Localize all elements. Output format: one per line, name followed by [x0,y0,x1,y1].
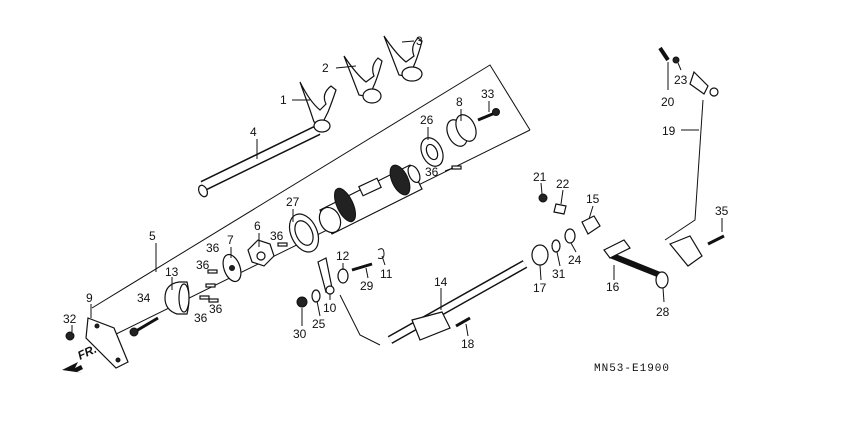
part-clip-22 [553,203,567,215]
part-stopper-arm-10 [317,257,335,295]
callout-8: 8 [456,95,463,109]
callout-21: 21 [533,170,547,184]
part-shift-drum [318,164,423,235]
part-shift-fork-1 [299,81,337,133]
part-bracket-9 [85,317,129,369]
callout-4: 4 [250,125,257,139]
part-spindle-16 [603,239,662,278]
part-bearing-26 [420,137,444,167]
callout-16: 16 [606,280,620,294]
part-gearshift-spindle-14 [339,260,528,346]
callout-3: 3 [416,34,423,48]
callout-34: 34 [137,291,151,305]
part-bolt-21 [538,193,548,203]
part-pins-36 [199,165,462,303]
callout-30: 30 [293,327,307,341]
part-arm-15 [581,215,601,235]
part-plate-7 [222,253,242,283]
callouts: 1 2 3 4 5 6 7 8 9 10 11 12 13 14 15 16 1… [63,34,729,351]
callout-18: 18 [461,337,475,351]
part-bolt-20 [658,46,670,62]
callout-25: 25 [312,317,326,331]
callout-5: 5 [149,229,156,243]
callout-13: 13 [165,265,179,279]
drawing-code: MN53-E1900 [594,363,670,375]
callout-23: 23 [674,73,688,87]
callout-24: 24 [568,253,582,267]
callout-36-d: 36 [196,258,210,272]
callout-33: 33 [481,87,495,101]
part-holder-13 [164,281,190,315]
part-bolt-18 [455,316,471,328]
callout-2: 2 [322,61,329,75]
part-nut-23 [672,56,680,64]
callout-10: 10 [323,301,337,315]
part-bolt-33 [477,108,500,122]
callout-36-f: 36 [209,302,223,316]
part-washer-25 [311,289,321,303]
callout-17: 17 [533,281,547,295]
callout-29: 29 [360,279,374,293]
callout-14: 14 [434,275,448,289]
callout-7: 7 [227,233,234,247]
front-direction-arrow: FR. [62,342,99,373]
part-nut-30 [296,296,308,308]
part-bolt-34 [129,316,159,337]
part-shift-fork-3 [383,35,423,82]
callout-19: 19 [662,124,676,138]
callout-12: 12 [336,249,350,263]
part-seal-31 [551,239,561,253]
callout-36-e: 36 [194,311,208,325]
part-bolt-29 [351,262,373,272]
part-bolt-32 [65,331,75,341]
callout-28: 28 [656,305,670,319]
callout-26: 26 [420,113,434,127]
callout-22: 22 [556,177,570,191]
part-bearing-27 [288,213,320,253]
callout-1: 1 [280,93,287,107]
part-drum-center-6 [247,239,275,267]
callout-9: 9 [86,291,93,305]
part-drum-cap-8 [446,114,477,147]
part-seal-28 [655,271,669,289]
callout-15: 15 [586,192,600,206]
part-spring-17 [531,244,549,266]
part-shift-fork-2 [343,55,383,104]
callout-32: 32 [63,312,77,326]
part-shift-fork-shaft [197,125,321,198]
callout-31: 31 [552,267,566,281]
callout-6: 6 [254,219,261,233]
part-spring-11 [377,248,385,259]
part-tie-rod-19 [664,70,719,267]
callout-35: 35 [715,204,729,218]
part-washer-24 [564,228,576,244]
callout-36-a: 36 [425,165,439,179]
callout-27: 27 [286,195,300,209]
callout-20: 20 [661,95,675,109]
callout-11: 11 [380,267,393,281]
callout-36-b: 36 [270,229,284,243]
part-bolt-35 [707,234,725,246]
leader-lines [71,40,723,337]
part-collar-12 [337,268,349,284]
callout-36-c: 36 [206,241,220,255]
